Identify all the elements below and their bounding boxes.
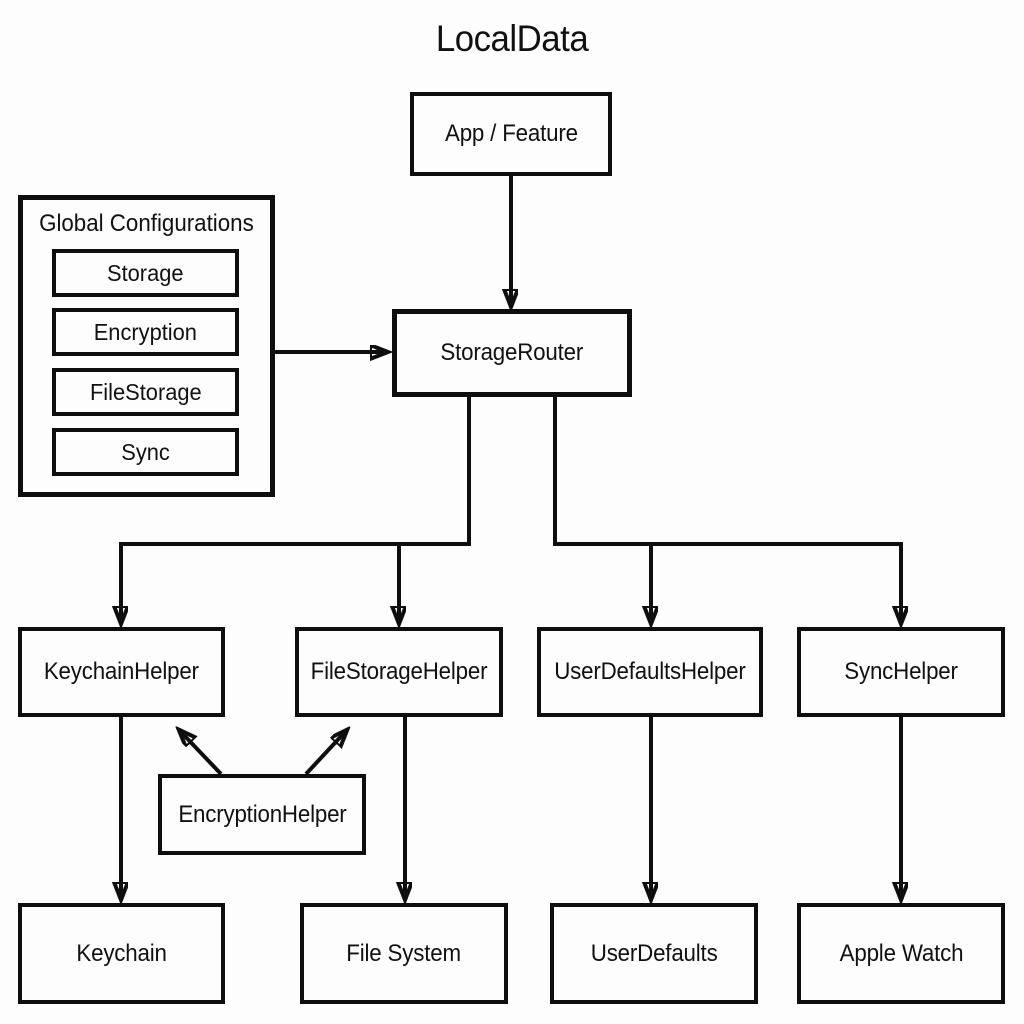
node-file-storage-helper: FileStorageHelper bbox=[295, 627, 503, 717]
node-keychain: Keychain bbox=[18, 903, 225, 1004]
node-sync-helper: SyncHelper bbox=[797, 627, 1005, 717]
node-encryption-helper-label: EncryptionHelper bbox=[177, 800, 347, 828]
edge-storagerouter-synchelper bbox=[553, 397, 901, 622]
config-item-storage: Storage bbox=[52, 249, 239, 297]
edge-encryptionhelper-keychainhelper bbox=[180, 731, 223, 776]
node-global-configurations: Global Configurations Storage Encryption… bbox=[18, 195, 275, 497]
node-storage-router-label: StorageRouter bbox=[440, 339, 584, 366]
node-file-system: File System bbox=[300, 903, 508, 1004]
node-keychain-label: Keychain bbox=[76, 939, 167, 967]
diagram-title: LocalData bbox=[0, 18, 1024, 60]
node-apple-watch-label: Apple Watch bbox=[839, 939, 963, 967]
node-user-defaults-label: UserDefaults bbox=[590, 939, 718, 967]
node-app-feature-label: App / Feature bbox=[444, 120, 578, 147]
node-user-defaults: UserDefaults bbox=[550, 903, 758, 1004]
config-item-filestorage: FileStorage bbox=[52, 368, 239, 416]
node-user-defaults-helper: UserDefaultsHelper bbox=[537, 627, 763, 717]
node-keychain-helper: KeychainHelper bbox=[18, 627, 225, 717]
node-storage-router: StorageRouter bbox=[392, 309, 632, 397]
node-sync-helper-label: SyncHelper bbox=[844, 658, 958, 685]
node-user-defaults-helper-label: UserDefaultsHelper bbox=[554, 658, 746, 685]
diagram-title-text: LocalData bbox=[435, 18, 589, 59]
node-encryption-helper: EncryptionHelper bbox=[158, 774, 366, 855]
config-item-sync: Sync bbox=[52, 428, 239, 476]
node-file-system-label: File System bbox=[346, 939, 462, 967]
edge-encryptionhelper-filestoragehelper bbox=[304, 731, 346, 776]
node-apple-watch: Apple Watch bbox=[797, 903, 1005, 1004]
config-item-encryption: Encryption bbox=[52, 308, 239, 356]
global-configurations-title: Global Configurations bbox=[39, 210, 254, 237]
node-app-feature: App / Feature bbox=[410, 92, 612, 176]
node-keychain-helper-label: KeychainHelper bbox=[44, 658, 199, 685]
node-file-storage-helper-label: FileStorageHelper bbox=[310, 658, 488, 685]
